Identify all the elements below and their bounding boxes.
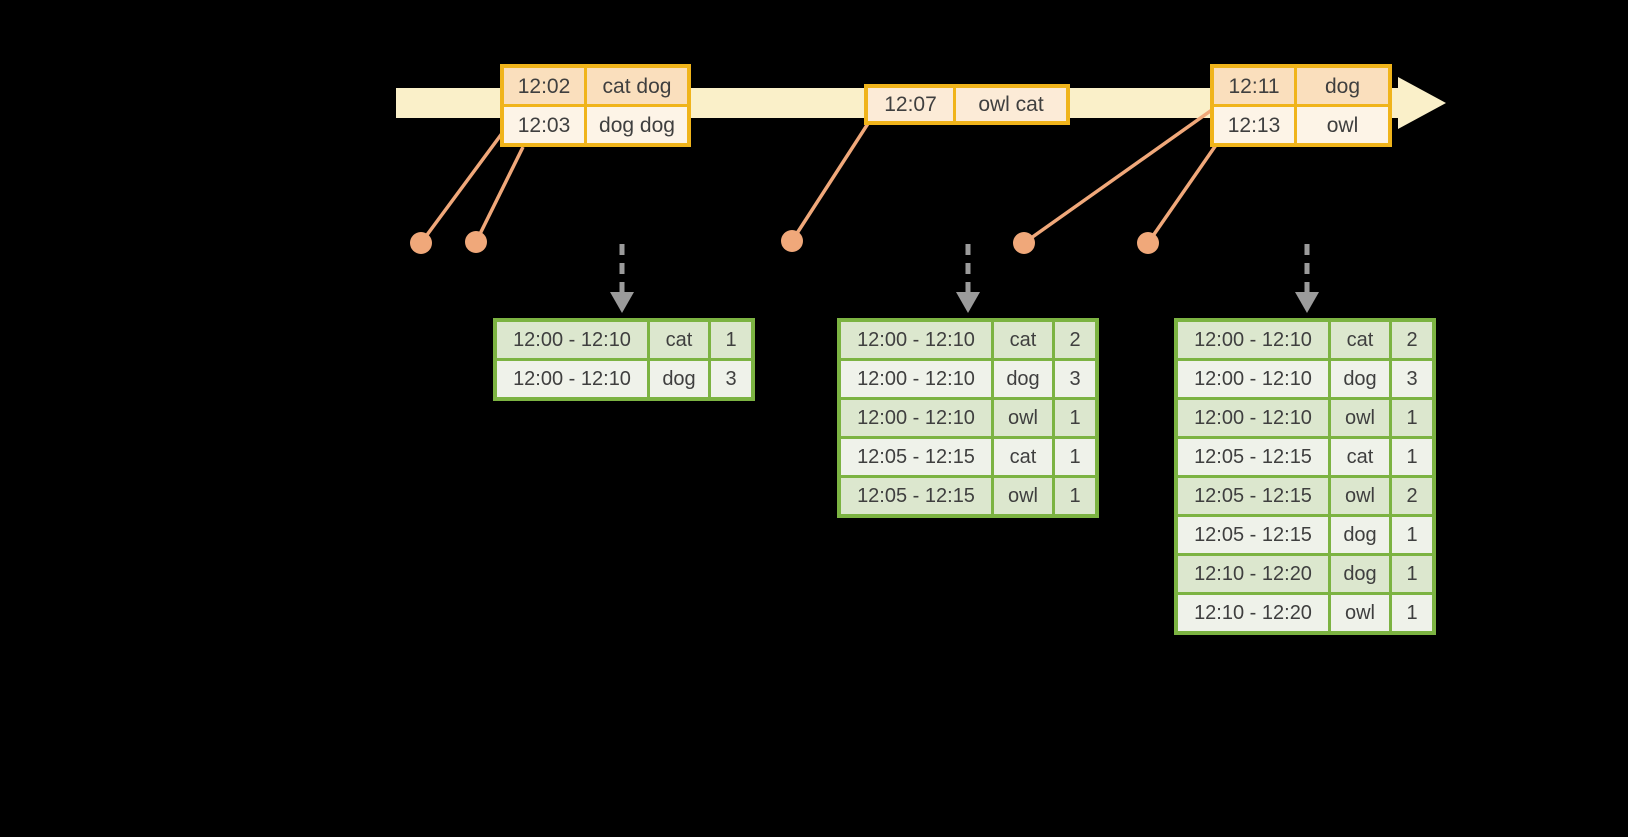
window-cell: 12:00 - 12:10 [497,361,647,397]
window-cell: 12:05 - 12:15 [841,478,991,514]
window-cell: 12:10 - 12:20 [1178,556,1328,592]
word-cell: owl [994,478,1052,514]
count-cell: 1 [1392,517,1432,553]
connector-line [790,121,871,242]
connector-line [1146,144,1218,244]
trigger-arrowheads [610,292,1319,313]
event-time-cell: 12:07 [868,88,953,121]
count-cell: 2 [1392,478,1432,514]
count-cell: 1 [1055,478,1095,514]
connector-line [474,146,525,243]
event-dot-icon [1137,232,1159,254]
word-cell: owl [994,400,1052,436]
word-cell: dog [994,361,1052,397]
event-words-cell: cat dog [587,68,687,104]
word-cell: owl [1331,400,1389,436]
count-cell: 3 [1055,361,1095,397]
window-cell: 12:10 - 12:20 [1178,595,1328,631]
word-cell: dog [650,361,708,397]
event-connectors [419,105,1218,245]
window-cell: 12:00 - 12:10 [1178,361,1328,397]
word-cell: cat [994,439,1052,475]
word-cell: cat [1331,322,1389,358]
count-cell: 3 [1392,361,1432,397]
count-cell: 2 [1055,322,1095,358]
window-cell: 12:05 - 12:15 [1178,439,1328,475]
window-cell: 12:00 - 12:10 [497,322,647,358]
event-time-cell: 12:11 [1214,68,1294,104]
count-cell: 1 [1392,400,1432,436]
count-cell: 1 [711,322,751,358]
word-cell: owl [1331,595,1389,631]
word-cell: owl [1331,478,1389,514]
event-dot-icon [1013,232,1035,254]
word-cell: dog [1331,517,1389,553]
event-dot-icon [410,232,432,254]
count-cell: 1 [1055,400,1095,436]
event-words-cell: owl cat [956,88,1066,121]
count-cell: 1 [1392,439,1432,475]
window-cell: 12:00 - 12:10 [1178,400,1328,436]
dashed-arrowhead-icon [956,292,980,313]
event-words-cell: owl [1297,107,1388,143]
count-cell: 3 [711,361,751,397]
event-time-cell: 12:13 [1214,107,1294,143]
window-cell: 12:05 - 12:15 [1178,478,1328,514]
event-time-cell: 12:02 [504,68,584,104]
event-dot-icon [781,230,803,252]
count-cell: 1 [1392,595,1432,631]
event-words-cell: dog dog [587,107,687,143]
window-cell: 12:00 - 12:10 [1178,322,1328,358]
event-dot-icon [465,231,487,253]
window-cell: 12:05 - 12:15 [1178,517,1328,553]
word-cell: cat [650,322,708,358]
word-cell: cat [1331,439,1389,475]
dashed-arrowhead-icon [1295,292,1319,313]
event-time-cell: 12:03 [504,107,584,143]
window-cell: 12:05 - 12:15 [841,439,991,475]
count-cell: 2 [1392,322,1432,358]
word-cell: dog [1331,361,1389,397]
event-dots [410,230,1159,254]
count-cell: 1 [1392,556,1432,592]
count-cell: 1 [1055,439,1095,475]
event-words-cell: dog [1297,68,1388,104]
timeline-arrowhead-icon [1398,77,1446,129]
connector-line [419,126,508,245]
trigger-arrows [619,244,1310,294]
connector-line [1022,105,1218,245]
word-cell: cat [994,322,1052,358]
window-cell: 12:00 - 12:10 [841,361,991,397]
word-cell: dog [1331,556,1389,592]
window-cell: 12:00 - 12:10 [841,400,991,436]
dashed-arrowhead-icon [610,292,634,313]
window-cell: 12:00 - 12:10 [841,322,991,358]
